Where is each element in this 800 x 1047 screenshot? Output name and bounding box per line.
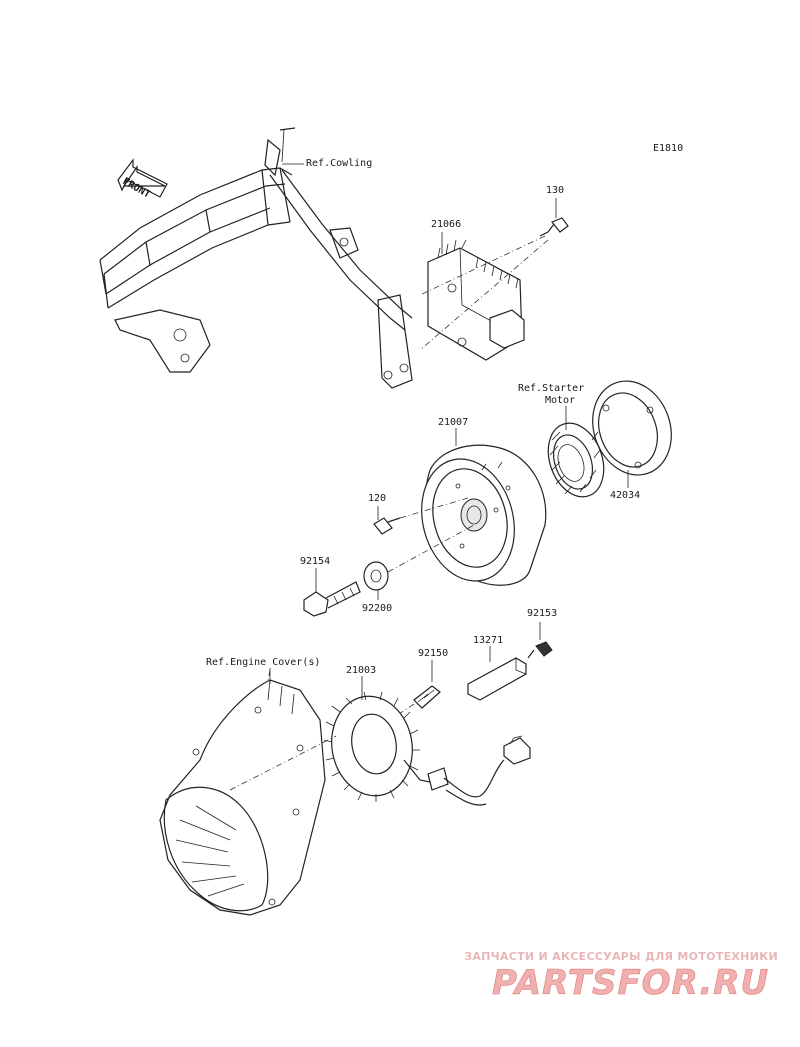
part-92200[interactable]: 92200	[362, 603, 393, 614]
part-92150[interactable]: 92150	[418, 648, 449, 659]
part-21003[interactable]: 21003	[346, 665, 377, 676]
washer-92200	[363, 524, 475, 591]
stator-21003	[323, 691, 531, 806]
rotor-21007	[421, 444, 547, 586]
ref-starter-motor-line1: Ref.Starter	[518, 383, 585, 394]
bolt-92154	[303, 581, 361, 617]
part-130[interactable]: 130	[546, 185, 565, 196]
frame-subframe	[99, 127, 413, 389]
watermark-tagline: ЗАПЧАСТИ И АКСЕССУАРЫ ДЛЯ МОТОТЕХНИКИ	[464, 950, 778, 963]
front-arrow-icon	[117, 158, 168, 198]
clamp-13271	[467, 657, 527, 701]
bolt-92153	[527, 641, 553, 659]
part-92154[interactable]: 92154	[300, 556, 331, 567]
part-21007[interactable]: 21007	[438, 417, 469, 428]
watermark-logo: PARTSFOR.RU	[492, 963, 769, 1002]
engine-cover	[159, 669, 337, 916]
part-42034[interactable]: 42034	[610, 490, 641, 501]
ref-starter-motor-line2: Motor	[545, 395, 576, 406]
ref-cowling: Ref.Cowling	[306, 158, 373, 169]
svg-text:PARTSFOR.RU: PARTSFOR.RU	[492, 963, 769, 1002]
part-21066[interactable]: 21066	[431, 219, 462, 230]
bolt-130	[419, 217, 569, 351]
starter-clutch	[547, 422, 605, 498]
bolt-120	[373, 497, 469, 535]
leader-lines	[269, 129, 629, 700]
part-92153[interactable]: 92153	[527, 608, 558, 619]
regulator-rectifier-21066	[427, 239, 525, 361]
part-120[interactable]: 120	[368, 493, 387, 504]
ref-engine-cover: Ref.Engine Cover(s)	[206, 657, 321, 668]
diagram-code: E1810	[653, 143, 684, 154]
part-13271[interactable]: 13271	[473, 635, 504, 646]
